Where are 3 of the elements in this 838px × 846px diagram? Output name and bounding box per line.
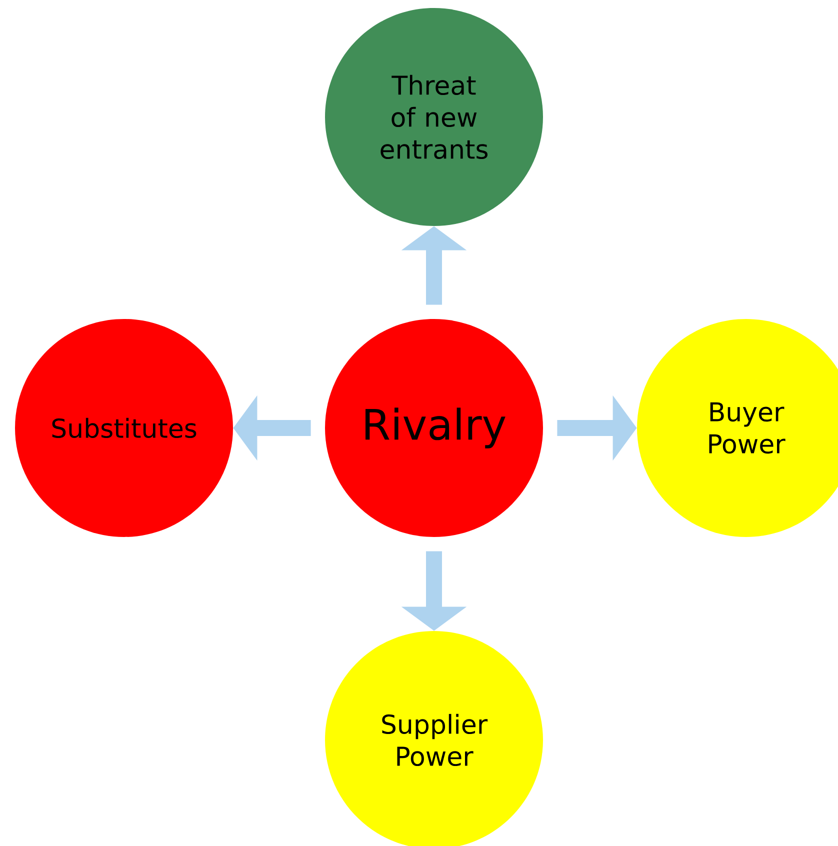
circle-node: Substitutes — [15, 319, 233, 537]
circle-node: Threat of new entrants — [325, 8, 543, 226]
circle-node: Rivalry — [325, 319, 543, 537]
